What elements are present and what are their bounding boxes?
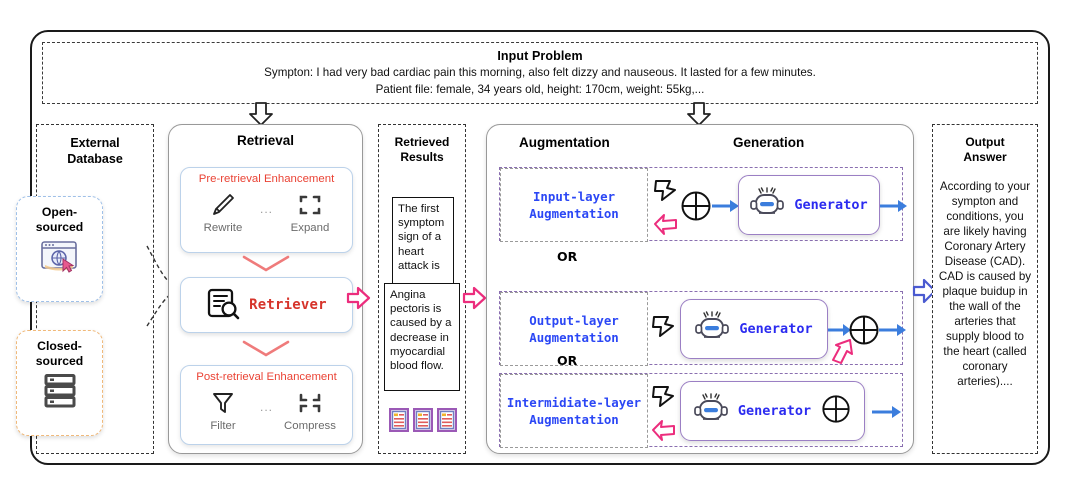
blue-arrow-icon — [872, 406, 901, 418]
pre-retrieval-enhancement-title: Pre-retrieval Enhancement — [198, 173, 335, 185]
input-layer-augmentation-label: Input-layer Augmentation — [529, 189, 619, 221]
pencil-icon — [192, 190, 254, 220]
chevron-down-icon-post — [242, 340, 290, 357]
pink-inflow-arrow-icon — [832, 339, 853, 364]
output-answer-title: Output Answer — [933, 125, 1037, 165]
output-layer-row: Output-layer Augmentation — [499, 291, 906, 366]
arrow-down-to-augmentation — [686, 102, 712, 126]
pre-enhancement-ellipsis: ... — [259, 202, 273, 216]
output-answer-title-line1: Output — [965, 135, 1005, 149]
document-icon — [388, 407, 410, 437]
input-layer-row: Input-layer Augmentation — [499, 167, 907, 242]
closed-sourced-label-line1: Closed- — [37, 339, 82, 353]
open-sourced-label-line1: Open- — [41, 205, 78, 219]
closed-sourced-label-line2: sourced — [35, 354, 84, 368]
intermediate-layer-augmentation-box[interactable]: Intermidiate-layer Augmentation — [500, 374, 648, 448]
document-icon — [436, 407, 458, 437]
circled-plus-icon — [681, 191, 711, 221]
output-answer-panel: Output Answer According to your sympton … — [932, 124, 1038, 454]
retrieval-title: Retrieval — [236, 133, 295, 148]
retrieval-panel: Retrieval Pre-retrieval Enhancement Rewr… — [168, 124, 363, 454]
closed-sourced-card[interactable]: Closed- sourced — [16, 330, 103, 436]
server-stack-icon — [17, 373, 102, 414]
filter-item[interactable]: Filter — [192, 388, 254, 433]
compress-brackets-icon — [279, 388, 341, 418]
post-retrieval-enhancement-box: Post-retrieval Enhancement Filter ... — [180, 365, 353, 445]
or-label-2: OR — [557, 353, 578, 368]
intermediate-layer-augmentation-label: Intermidiate-layer Augmentation — [506, 395, 642, 427]
document-icon — [412, 407, 434, 437]
generator-box-output-layer[interactable]: Generator — [680, 299, 828, 359]
post-retrieval-enhancement-title: Post-retrieval Enhancement — [196, 371, 337, 383]
open-sourced-label-line2: sourced — [35, 220, 84, 234]
output-answer-body: According to your sympton and conditions… — [938, 180, 1032, 388]
compress-label: Compress — [284, 420, 336, 432]
retriever-box[interactable]: Retriever — [180, 277, 353, 333]
black-inflow-arrow-icon — [654, 180, 676, 201]
retrieved-results-title-line2: Results — [400, 150, 444, 164]
circled-plus-icon — [821, 394, 851, 429]
robot-icon — [750, 186, 785, 224]
expand-item[interactable]: Expand — [279, 190, 341, 235]
external-database-title-line2: Database — [67, 152, 123, 166]
browser-globe-icon — [17, 239, 102, 278]
output-layer-augmentation-box[interactable]: Output-layer Augmentation — [500, 292, 648, 366]
or-label-1: OR — [557, 249, 578, 264]
retrieved-results-title: Retrieved Results — [379, 125, 465, 165]
arrow-generation-to-output — [912, 277, 938, 305]
pink-inflow-arrow-icon — [652, 420, 675, 441]
arrow-down-to-retrieval — [248, 102, 274, 126]
intermediate-layer-row: Intermidiate-layer Augmentation — [499, 373, 903, 448]
circled-plus-icon — [849, 315, 879, 345]
expand-label: Expand — [290, 222, 330, 234]
retrieved-document-icons — [386, 407, 460, 437]
robot-icon — [694, 392, 728, 430]
blue-arrow-icon — [880, 200, 907, 212]
generator-box-intermediate-layer[interactable]: Generator — [680, 381, 865, 441]
blue-arrow-icon — [879, 324, 906, 336]
expand-brackets-icon — [279, 190, 341, 220]
external-database-title-line1: External — [70, 136, 120, 150]
document-search-icon — [206, 286, 240, 325]
pink-inflow-arrow-icon — [654, 214, 677, 235]
black-inflow-arrow-icon — [652, 386, 674, 407]
input-problem-patient-line: Patient file: female, 34 years old, heig… — [375, 83, 705, 96]
blue-arrow-icon — [828, 324, 851, 336]
retrieved-results-title-line1: Retrieved — [394, 135, 450, 149]
compress-item[interactable]: Compress — [279, 388, 341, 433]
pre-retrieval-enhancement-box: Pre-retrieval Enhancement Rewrite ... — [180, 167, 353, 253]
generator-label-input-layer: Generator — [794, 197, 868, 213]
open-sourced-label: Open- sourced — [17, 197, 102, 235]
external-database-title: External Database — [37, 135, 153, 167]
output-answer-title-line2: Answer — [963, 150, 1007, 164]
input-problem-box: Input Problem Sympton: I had very bad ca… — [42, 42, 1038, 104]
generator-label-output-layer: Generator — [739, 321, 813, 337]
blue-arrow-icon — [712, 200, 739, 212]
robot-icon — [695, 310, 730, 348]
arrow-results-to-augmentation — [462, 285, 488, 311]
chevron-down-icon-pre — [242, 255, 290, 272]
generator-box-input-layer[interactable]: Generator — [738, 175, 880, 235]
closed-sourced-label: Closed- sourced — [17, 331, 102, 369]
post-enhancement-ellipsis: ... — [259, 400, 273, 414]
generation-column-title: Generation — [733, 135, 805, 150]
input-problem-symptom-line: Sympton: I had very bad cardiac pain thi… — [264, 66, 816, 79]
open-sourced-card[interactable]: Open- sourced — [16, 196, 103, 302]
augmentation-column-title: Augmentation — [519, 135, 610, 150]
output-layer-augmentation-label: Output-layer Augmentation — [529, 313, 619, 345]
rewrite-item[interactable]: Rewrite — [192, 190, 254, 235]
retrieved-callout-front: Angina pectoris is caused by a decrease … — [384, 283, 460, 391]
funnel-icon — [192, 388, 254, 418]
input-problem-title: Input Problem — [497, 49, 583, 63]
rewrite-label: Rewrite — [203, 222, 243, 234]
arrow-retrieval-to-results — [346, 285, 372, 311]
retriever-label: Retriever — [249, 297, 327, 313]
augmentation-generation-panel: Augmentation Generation Input-layer Augm… — [486, 124, 914, 454]
black-inflow-arrow-icon — [652, 316, 674, 337]
filter-label: Filter — [210, 420, 236, 432]
generator-label-intermediate-layer: Generator — [737, 403, 812, 419]
input-layer-augmentation-box[interactable]: Input-layer Augmentation — [500, 168, 648, 242]
